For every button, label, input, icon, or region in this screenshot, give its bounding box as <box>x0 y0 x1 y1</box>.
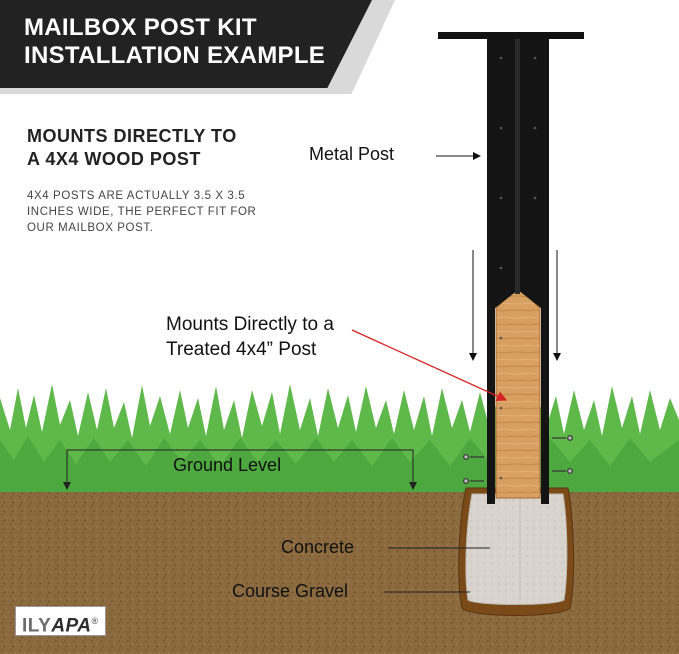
brand-logo-bold: APA <box>51 615 92 637</box>
banner-title: MAILBOX POST KIT INSTALLATION EXAMPLE <box>24 14 325 70</box>
treated-post-label-line-2: Treated 4x4” Post <box>166 339 317 360</box>
brand-logo: ILYAPA® <box>16 607 105 637</box>
info-body: 4X4 POSTS ARE ACTUALLY 3.5 X 3.5 INCHES … <box>27 188 267 236</box>
info-heading-line-1: MOUNTS DIRECTLY TO <box>27 126 237 146</box>
mailbox-mounting-plate <box>438 32 584 39</box>
info-body-line-2: INCHES WIDE, THE PERFECT FIT FOR <box>27 206 257 218</box>
ground-level-bracket <box>66 449 414 488</box>
info-body-line-1: 4X4 POSTS ARE ACTUALLY 3.5 X 3.5 <box>27 190 246 202</box>
treated-post-label-line-1: Mounts Directly to a <box>166 314 334 335</box>
screw-set <box>463 435 573 484</box>
info-heading: MOUNTS DIRECTLY TO A 4X4 WOOD POST <box>27 125 237 171</box>
brand-logo-light: ILY <box>22 615 52 637</box>
info-body-line-3: OUR MAILBOX POST. <box>27 222 154 234</box>
metal-post-label: Metal Post <box>309 144 395 164</box>
info-heading-line-2: A 4X4 WOOD POST <box>27 149 201 169</box>
concrete-footing <box>465 493 568 605</box>
gravel-label: Course Gravel <box>232 581 349 601</box>
treated-post-label: Mounts Directly to a Treated 4x4” Post <box>166 312 334 362</box>
banner-line-2: INSTALLATION EXAMPLE <box>24 42 326 69</box>
wood-post <box>495 287 541 499</box>
treated-post-pointer <box>351 329 508 401</box>
brand-logo-mark: ® <box>91 616 99 626</box>
ground-level-label: Ground Level <box>173 455 282 475</box>
banner-line-1: MAILBOX POST KIT <box>24 14 257 41</box>
concrete-label: Concrete <box>281 537 355 557</box>
title-banner <box>0 0 372 88</box>
